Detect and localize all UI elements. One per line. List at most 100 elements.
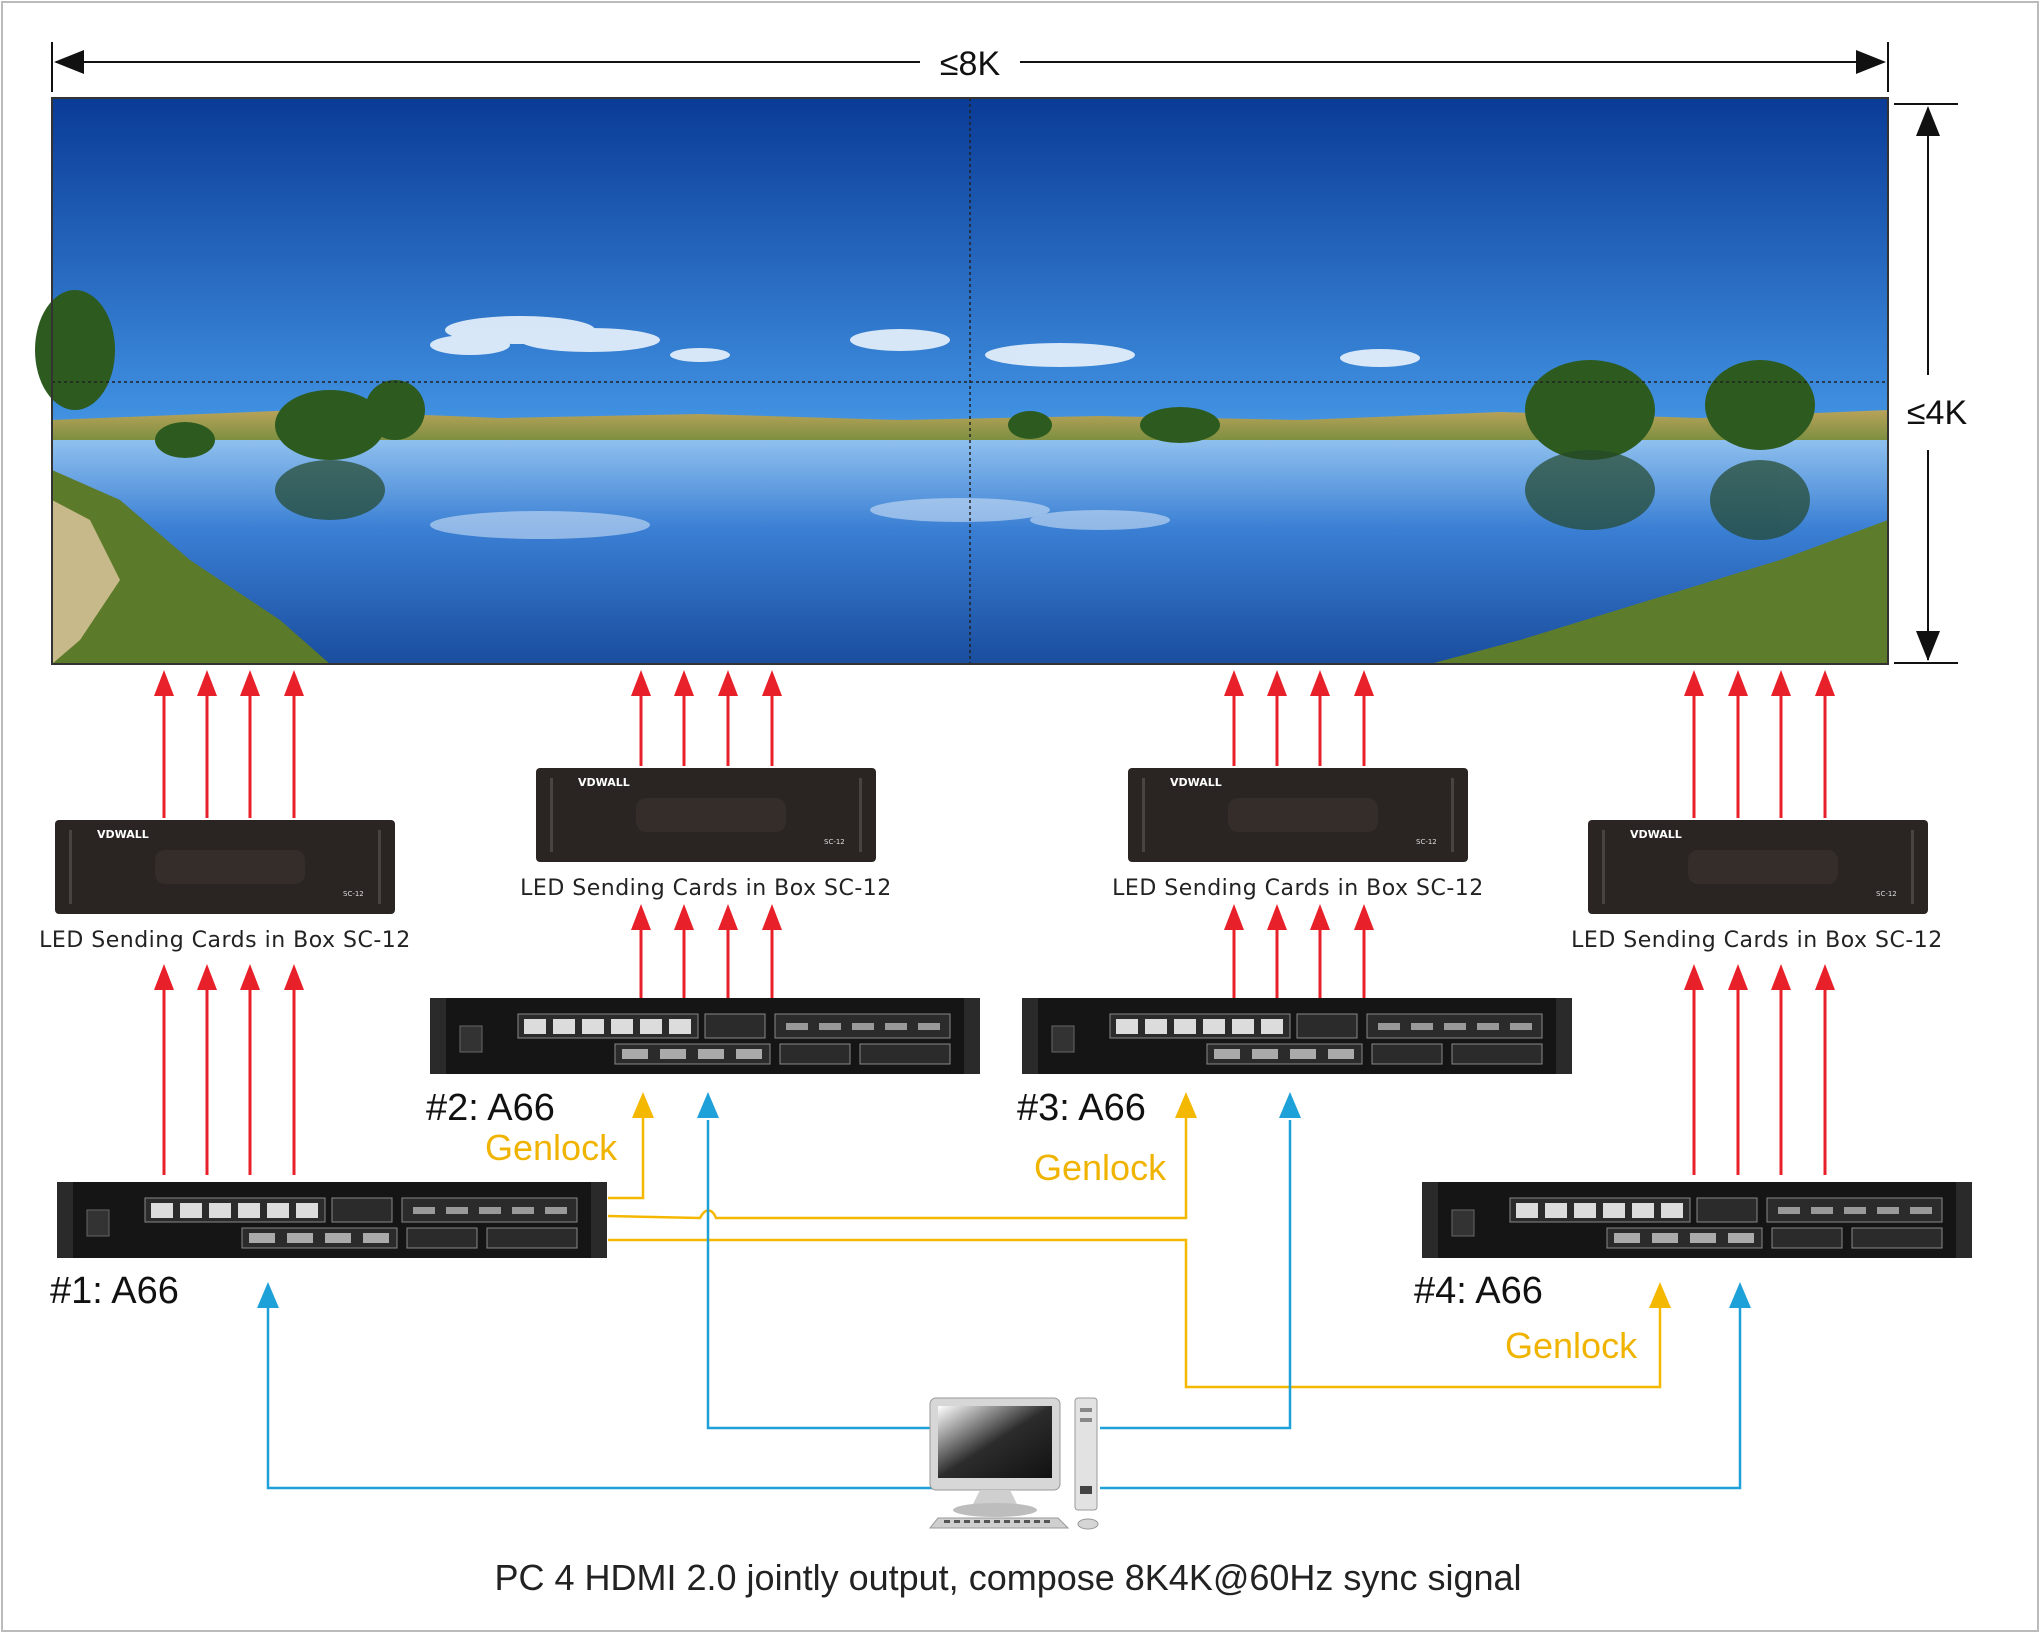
panel-part [1606, 1227, 1763, 1249]
hdmi-lines [266, 1120, 1742, 1490]
height-dimension: ≤4K [1894, 103, 1968, 664]
data-arrow-3-2-4-head [1354, 904, 1374, 930]
ethernet-port-icon [1145, 1019, 1167, 1034]
hdmi-port-icon [413, 1207, 435, 1214]
panel-part [1371, 1043, 1443, 1065]
dvi-port-icon [736, 1049, 762, 1059]
box-model: SC-12 [1416, 838, 1437, 846]
unit-label-1: #1: A66 [50, 1270, 179, 1312]
ethernet-port-icon [1603, 1203, 1625, 1218]
data-arrow-1-2-2-head [197, 964, 217, 990]
hdmi-arrowheads [257, 1092, 1751, 1308]
ethernet-port-icon [1261, 1019, 1283, 1034]
panel-part [1451, 1043, 1543, 1065]
ethernet-port-icon [267, 1203, 289, 1218]
card-label-4: LED Sending Cards in Box SC-12 [1571, 928, 1943, 953]
ethernet-port-icon [1203, 1019, 1225, 1034]
genlock-label-2: Genlock [1034, 1147, 1167, 1188]
panel-part [57, 1182, 73, 1258]
panel-part [1556, 998, 1572, 1074]
hdmi-port-icon [1444, 1023, 1466, 1030]
dvi-port-icon [1252, 1049, 1278, 1059]
ethernet-port-icon [1661, 1203, 1683, 1218]
caption: PC 4 HDMI 2.0 jointly output, compose 8K… [494, 1557, 1521, 1598]
panel-part [859, 1043, 951, 1065]
unit-label-2: #2: A66 [426, 1087, 555, 1129]
dvi-port-icon [1728, 1233, 1754, 1243]
ethernet-port-icon [151, 1203, 173, 1218]
hdmi-port-icon [1778, 1207, 1800, 1214]
data-arrows [154, 670, 1835, 1175]
panel-part [1206, 1043, 1363, 1065]
panel-part [1509, 1197, 1691, 1223]
ethernet-port-icon [640, 1019, 662, 1034]
hdmi-port-icon [1811, 1207, 1833, 1214]
data-arrow-2-2-1-head [631, 904, 651, 930]
pc-computer-icon [928, 1397, 1099, 1530]
ethernet-port-icon [1174, 1019, 1196, 1034]
panel-part [1051, 1025, 1075, 1053]
panel-part [1696, 1197, 1758, 1223]
ethernet-port-icon [582, 1019, 604, 1034]
data-arrow-1-2-4-head [284, 964, 304, 990]
panel-part [704, 1013, 766, 1039]
data-arrow-4-2-4-head [1815, 964, 1835, 990]
hdmi-port-icon [479, 1207, 501, 1214]
data-arrow-2-1-1-head [631, 670, 651, 696]
data-arrow-2-2-4-head [762, 904, 782, 930]
hdmi-port-icon [1477, 1023, 1499, 1030]
hdmi-port-icon [918, 1023, 940, 1030]
unit-label-4: #4: A66 [1414, 1270, 1543, 1312]
panel-part [486, 1227, 578, 1249]
ethernet-port-icon [524, 1019, 546, 1034]
data-arrow-4-2-2-head [1728, 964, 1748, 990]
hdmi-port-icon [1910, 1207, 1932, 1214]
data-arrow-3-2-1-head [1224, 904, 1244, 930]
unit-label-3: #3: A66 [1017, 1087, 1146, 1129]
dvi-port-icon [1652, 1233, 1678, 1243]
data-arrow-4-1-2-head [1728, 670, 1748, 696]
data-arrow-2-1-3-head [718, 670, 738, 696]
panel-part [1451, 1209, 1475, 1237]
data-arrow-1-1-3-head [240, 670, 260, 696]
dvi-port-icon [1290, 1049, 1316, 1059]
data-arrow-4-2-1-head [1684, 964, 1704, 990]
box-model: SC-12 [343, 890, 364, 898]
data-arrow-2-2-2-head [674, 904, 694, 930]
panel-part [1022, 998, 1038, 1074]
hdmi-port-icon [446, 1207, 468, 1214]
panel-part [1109, 1013, 1291, 1039]
ethernet-port-icon [553, 1019, 575, 1034]
sending-box-3: VDWALL SC-12 [1128, 768, 1468, 862]
ethernet-port-icon [1116, 1019, 1138, 1034]
panel-part [1296, 1013, 1358, 1039]
data-arrow-3-2-2-head [1267, 904, 1287, 930]
box-brand: VDWALL [1170, 776, 1222, 789]
data-arrow-3-1-3-head [1310, 670, 1330, 696]
sending-box-1: VDWALL SC-12 [55, 820, 395, 914]
data-arrow-3-2-3-head [1310, 904, 1330, 930]
hdmi-port-icon [545, 1207, 567, 1214]
panel-part [241, 1227, 398, 1249]
box-brand: VDWALL [1630, 828, 1682, 841]
ethernet-port-icon [611, 1019, 633, 1034]
ethernet-port-icon [238, 1203, 260, 1218]
ethernet-port-icon [209, 1203, 231, 1218]
a66-processor-2 [430, 998, 980, 1074]
hdmi-port-icon [852, 1023, 874, 1030]
a66-processor-1 [57, 1182, 607, 1258]
dvi-port-icon [1214, 1049, 1240, 1059]
a66-processor-4 [1422, 1182, 1972, 1258]
genlock-label-3: Genlock [1505, 1325, 1638, 1366]
ethernet-port-icon [1632, 1203, 1654, 1218]
data-arrow-4-1-4-head [1815, 670, 1835, 696]
hdmi-port-icon [885, 1023, 907, 1030]
ethernet-port-icon [1545, 1203, 1567, 1218]
data-arrow-1-1-2-head [197, 670, 217, 696]
panel-part [964, 998, 980, 1074]
genlock-label-1: Genlock [485, 1127, 618, 1168]
sending-box-2: VDWALL SC-12 [536, 768, 876, 862]
panel-part [1422, 1182, 1438, 1258]
height-label: ≤4K [1907, 394, 1968, 432]
